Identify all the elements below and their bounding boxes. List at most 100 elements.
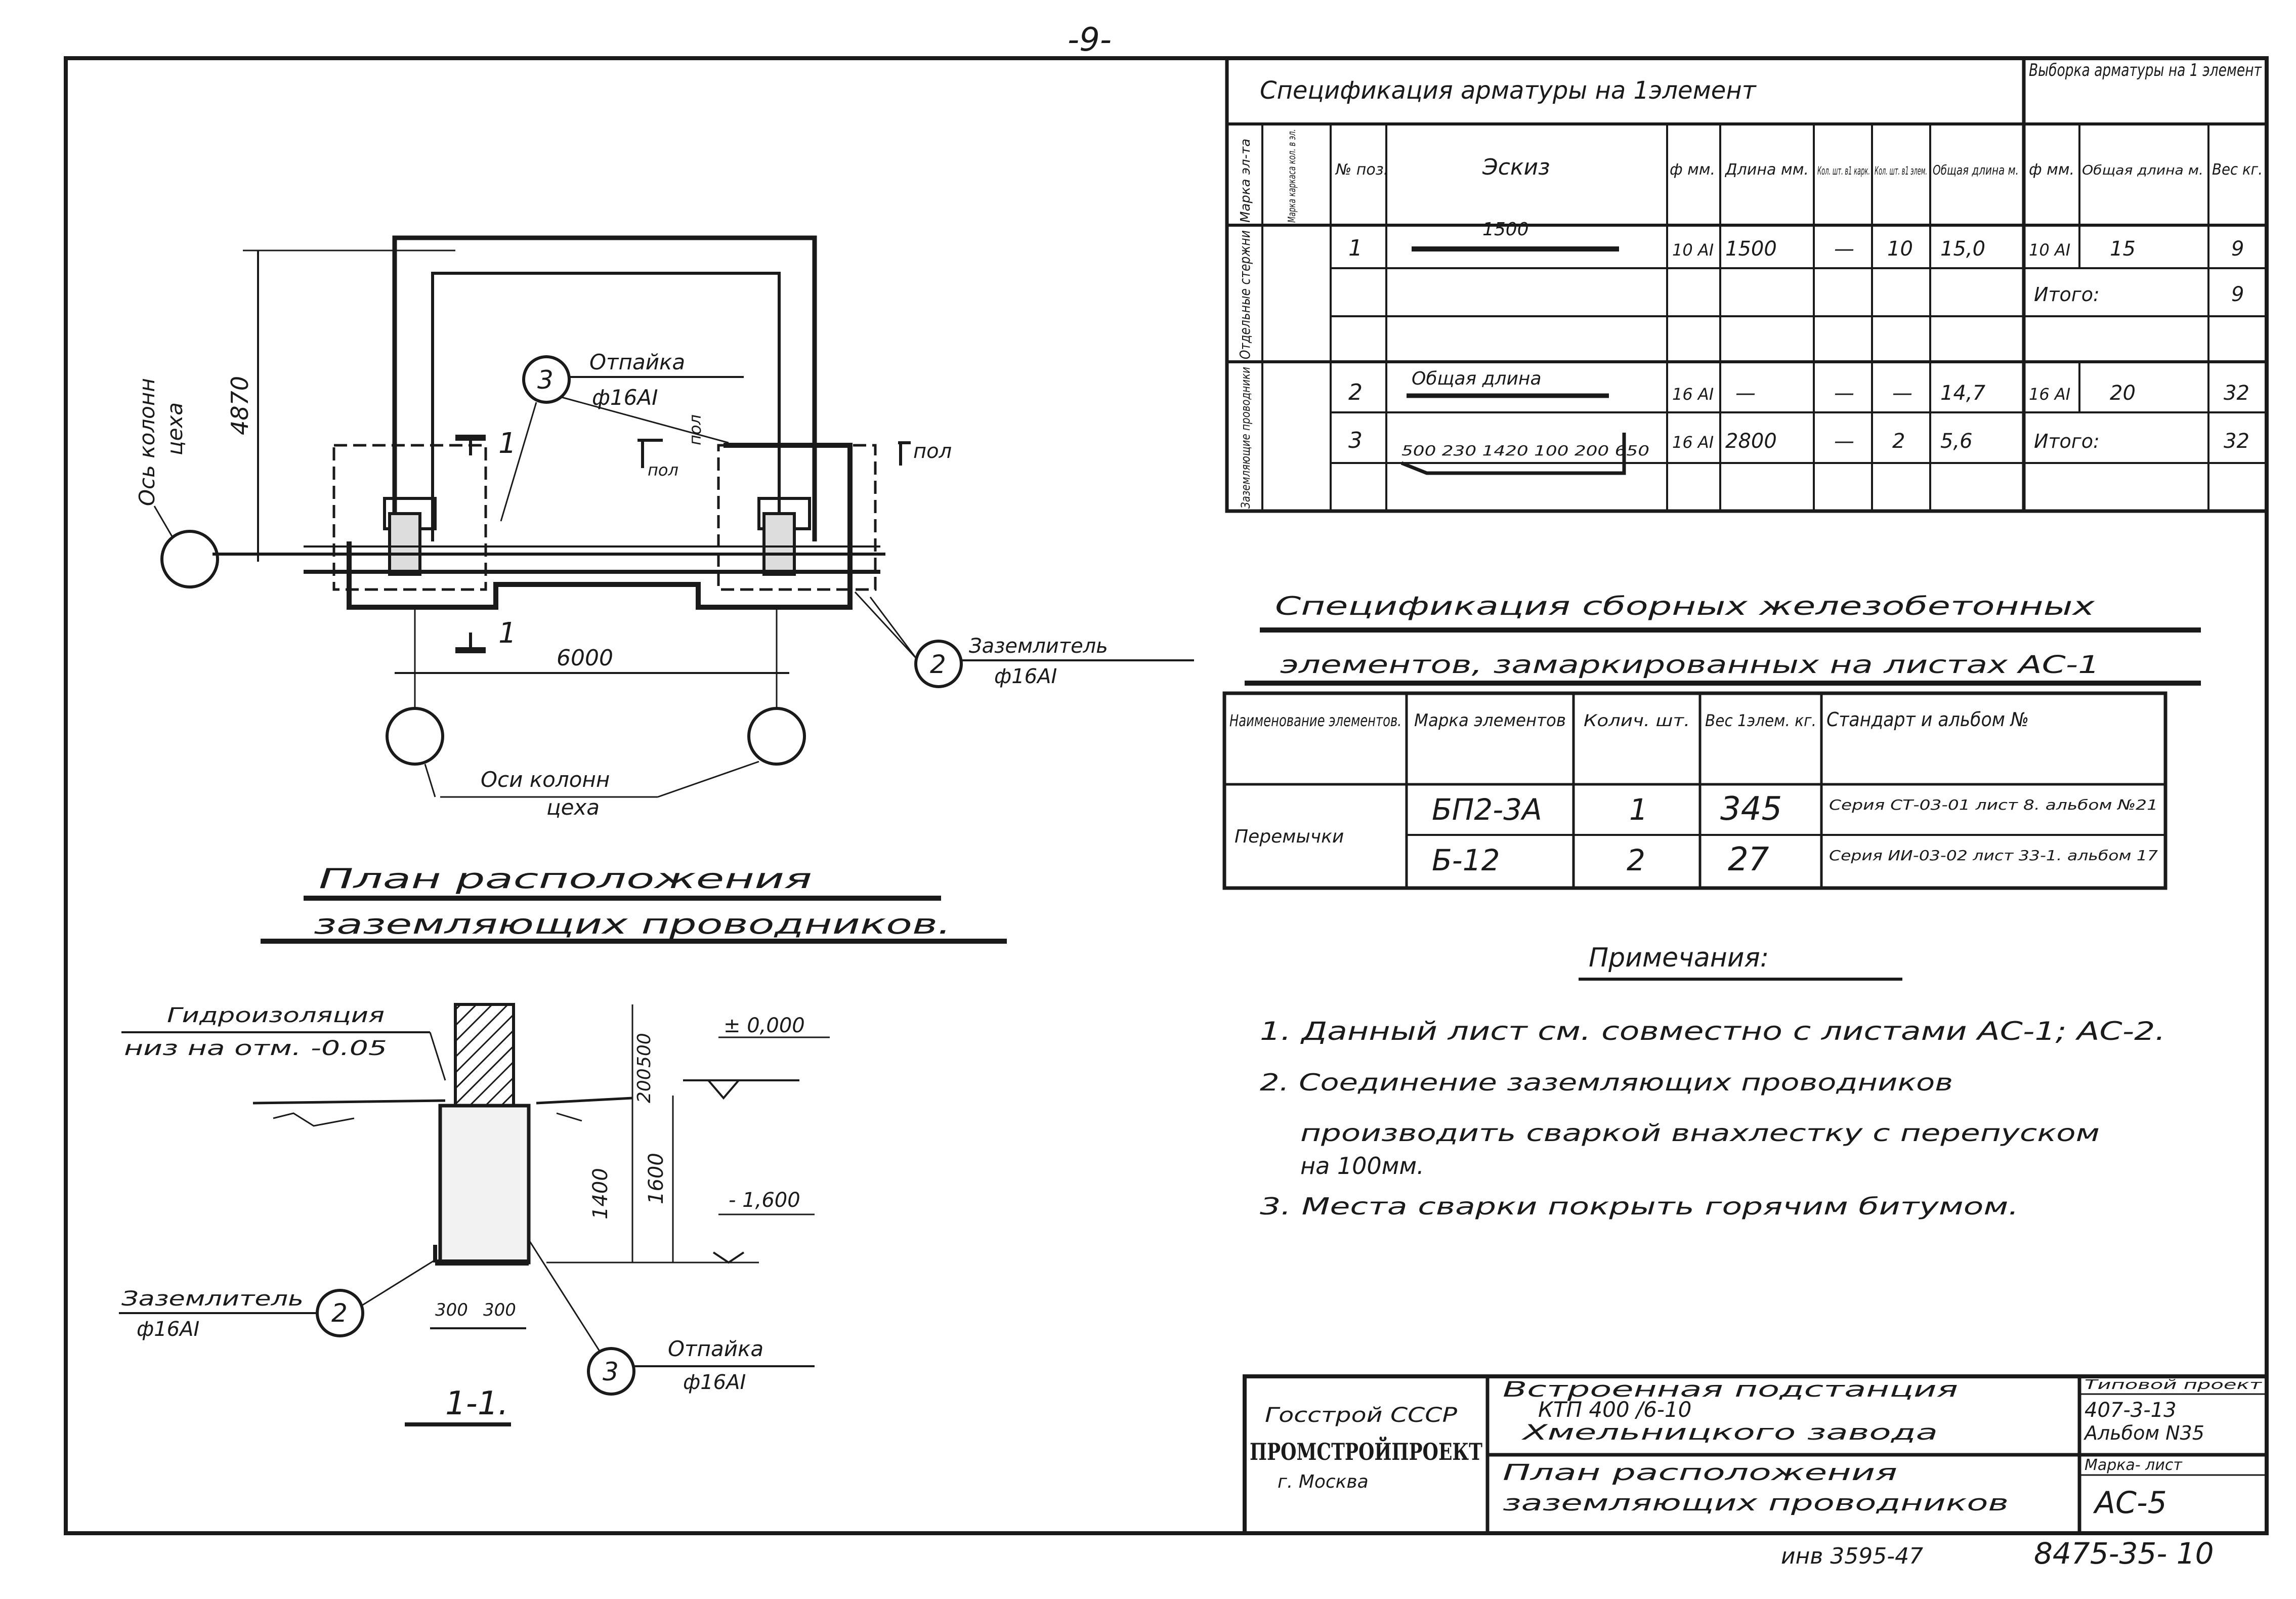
row2-total-length: 14,7: [1940, 382, 1986, 405]
plan-title-line2: заземляющих проводников.: [314, 908, 951, 940]
row2-qty-element: —: [1892, 382, 1912, 405]
sel2-total-weight: 32: [2224, 430, 2249, 453]
section-mark-bottom: 1: [498, 617, 517, 650]
row3-qty-element: 2: [1892, 430, 1905, 453]
section-tap-label1: Отпайка: [668, 1336, 763, 1361]
header-length: Длина мм.: [1724, 161, 1809, 179]
plan-dim-6000: 6000: [557, 645, 613, 671]
header-sel-diameter: ф мм.: [2029, 161, 2074, 179]
row1-diameter: 10 AI: [1672, 240, 1714, 260]
precast-header-qty: Колич. шт.: [1584, 711, 1690, 730]
sel2-weight: 32: [2224, 382, 2249, 405]
precast-row1-weight: 345: [1720, 790, 1782, 828]
section-tap-label2: ф16АI: [683, 1371, 746, 1394]
waterproof-label1: Гидроизоляция: [167, 1004, 385, 1027]
precast-row2-qty: 2: [1627, 843, 1645, 877]
group-separate-bars: Отдельные стержни: [1237, 230, 1253, 359]
plan-callout-3-circle: [522, 355, 571, 404]
row3-sketch-bar: [1400, 433, 1626, 475]
row3-sketch: 500 230 1420 100 200 650: [1401, 442, 1649, 459]
row3-qty-frame: —: [1834, 430, 1854, 453]
precast-spec: Спецификация сборных железобетонных элем…: [1222, 592, 2201, 890]
axis-circle-bottom-left: [386, 707, 444, 766]
footer-code: 8475-35- 10: [2034, 1536, 2214, 1571]
precast-title-line1: Спецификация сборных железобетонных: [1275, 592, 2095, 621]
plan-callout-3-label1: Отпайка: [589, 350, 685, 374]
header-qty-frame: Кол. шт. в1 карк.: [1817, 165, 1870, 178]
section-dim-1400: 1400: [589, 1168, 612, 1219]
plan-callout-3: 3: [537, 365, 554, 395]
plan-callout-3-label2: ф16АI: [592, 385, 658, 410]
sel2-total-length: 20: [2110, 382, 2136, 405]
row3-diameter: 16 AI: [1672, 433, 1714, 452]
elev-top: ± 0,000: [724, 1014, 805, 1037]
typical-project-value2: Альбом N35: [2083, 1422, 2204, 1444]
sel2-diameter: 16 AI: [2029, 385, 2070, 404]
mark-sheet-value: АС-5: [2093, 1485, 2167, 1521]
note-line-2: 2. Соединение заземляющих проводников: [1260, 1069, 1953, 1096]
sel1-diameter: 10 AI: [2029, 240, 2070, 260]
project-line1: Встроенная подстанция: [1503, 1377, 1958, 1402]
axis-label-line2: цеха: [162, 402, 187, 455]
precast-row1-qty: 1: [1629, 792, 1648, 827]
sel1-total-length: 15: [2110, 237, 2136, 261]
header-element-mark: Марка эл-та: [1238, 139, 1253, 223]
note-line-3: производить сваркой внахлестку с перепус…: [1300, 1119, 2100, 1147]
row1-sketch: 1500: [1482, 219, 1529, 240]
plan-callout-2-label1: Заземлитель: [969, 635, 1108, 658]
header-frame-mark: Марка каркаса кол. в эл.: [1286, 129, 1298, 223]
sheet-title-line2: заземляющих проводников: [1503, 1490, 2009, 1516]
precast-row2-mark: Б-12: [1432, 843, 1500, 877]
header-sketch: Эскиз: [1482, 154, 1550, 180]
header-diameter: ф мм.: [1670, 161, 1715, 179]
plan-callout-2-label2: ф16АI: [994, 665, 1057, 688]
notes: Примечания: 1. Данный лист см. совместно…: [1260, 943, 2165, 1220]
footer-inv: инв 3595-47: [1781, 1543, 1923, 1569]
precast-row1-mark: БП2-3А: [1432, 792, 1542, 827]
section-earth-label2: ф16АI: [137, 1318, 199, 1341]
pol-mark-mid: пол: [686, 414, 705, 445]
header-pos: № поз.: [1335, 161, 1388, 179]
section-dim-500: 500: [634, 1033, 655, 1068]
axes-label-line2: цеха: [546, 795, 600, 820]
typical-project-value1: 407-3-13: [2085, 1399, 2177, 1422]
pol-mark-left: пол: [648, 460, 678, 480]
sel2-total-label: Итого:: [2034, 430, 2100, 452]
row2-length: —: [1735, 382, 1756, 405]
section-title: 1-1.: [445, 1385, 508, 1422]
elev-bottom: - 1,600: [729, 1189, 800, 1212]
header-sel-weight: Вес кг.: [2212, 161, 2263, 179]
rebar-spec-table: Спецификация арматуры на 1элемент Выборк…: [1225, 56, 2269, 513]
section-dim-300a: 300: [435, 1300, 468, 1320]
section-callout-2: 2: [331, 1298, 348, 1328]
row3-total-length: 5,6: [1940, 430, 1973, 453]
sel1-total-label: Итого:: [2034, 283, 2100, 306]
section-callout-3-circle: [587, 1347, 635, 1396]
sheet-title-line1: План расположения: [1503, 1460, 1897, 1486]
selection-title: Выборка арматуры на 1 элемент: [2029, 60, 2262, 80]
section-mark-top: 1: [498, 427, 517, 460]
row3-pos: 3: [1348, 428, 1363, 453]
precast-header-name: Наименование элементов.: [1229, 711, 1401, 730]
title-block: Госстрой СССР ПРОМСТРОЙПРОЕКТ г. Москва …: [1243, 1374, 2269, 1535]
axes-label-line1: Оси колонн: [481, 767, 610, 792]
row1-qty-element: 10: [1887, 237, 1913, 261]
mark-sheet-label: Марка- лист: [2085, 1456, 2183, 1474]
pol-mark-right: пол: [913, 440, 952, 463]
note-line-5: 3. Места сварки покрыть горячим битумом.: [1260, 1193, 2019, 1220]
header-qty-element: Кол. шт. в1 элем.: [1875, 165, 1927, 178]
section-dim-300b: 300: [483, 1300, 516, 1320]
org-line2: ПРОМСТРОЙПРОЕКТ: [1250, 1436, 1482, 1465]
precast-header-weight: Вес 1элем. кг.: [1705, 711, 1816, 730]
project-line3: Хмельницкого завода: [1521, 1420, 1938, 1445]
project-line2: КТП 400 /6-10: [1538, 1397, 1691, 1422]
typical-project-label: Типовой проект: [2085, 1377, 2262, 1393]
sel1-weight: 9: [2231, 237, 2244, 261]
section-callout-3: 3: [603, 1357, 619, 1386]
precast-title-line2: элементов, замаркированных на листах АС-…: [1280, 651, 2100, 679]
section-dim-200: 200: [634, 1068, 655, 1103]
row1-length: 1500: [1725, 237, 1777, 261]
row2-diameter: 16 AI: [1672, 385, 1714, 404]
header-total-length: Общая длина м.: [1933, 163, 2019, 178]
note-line-1: 1. Данный лист см. совместно с листами А…: [1260, 1017, 2165, 1046]
